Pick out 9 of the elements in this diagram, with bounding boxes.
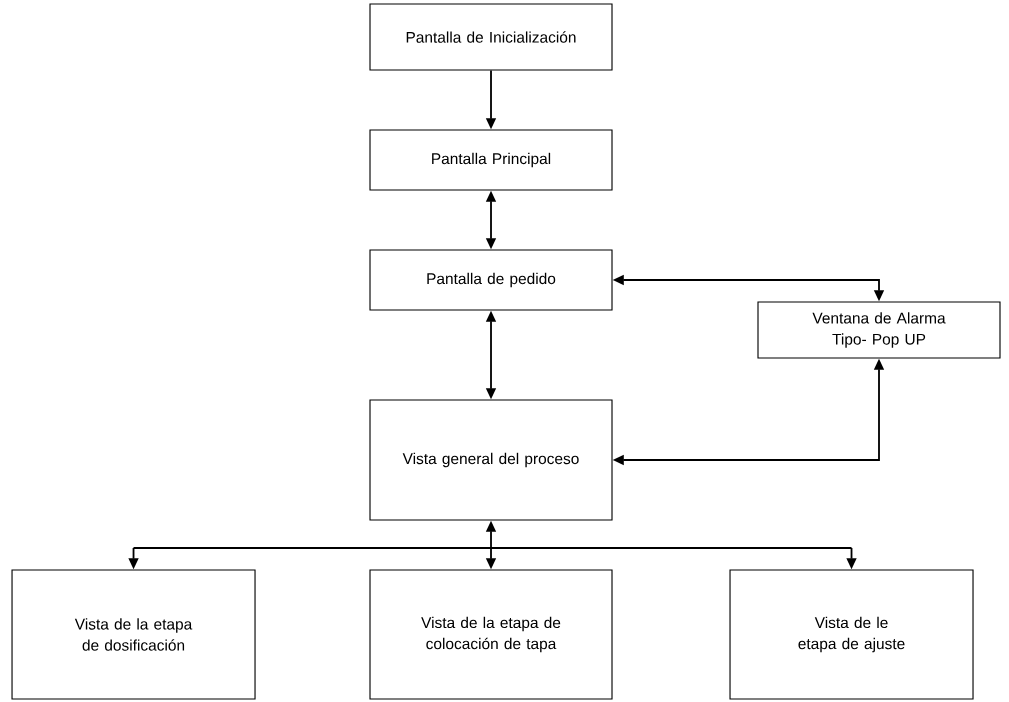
screen-box: Vista de la etapa de colocación de tapa	[369, 569, 613, 700]
screen-box: Vista general del proceso	[369, 399, 613, 521]
screen-box: Pantalla de Inicialización	[369, 3, 613, 71]
screen-box: Vista de la etapa de dosificación	[11, 569, 256, 700]
screen-box: Ventana de Alarma Tipo- Pop UP	[757, 301, 1001, 359]
connector-rule	[132, 547, 853, 549]
screen-box: Pantalla de pedido	[369, 249, 613, 311]
screen-box: Vista de le etapa de ajuste	[729, 569, 974, 700]
screen-box: Pantalla Principal	[369, 129, 613, 191]
